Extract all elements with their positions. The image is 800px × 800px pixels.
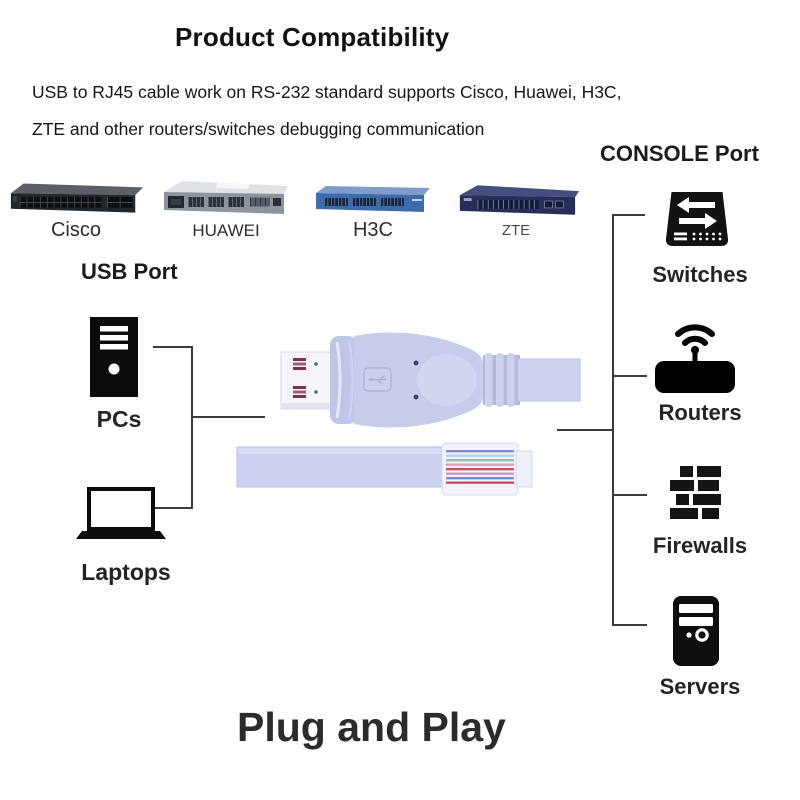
servers-label: Servers [659,674,741,699]
plug-and-play-title: Plug and Play [237,704,506,750]
wireless-router-icon [655,324,735,393]
connector-line-pc [153,346,193,348]
connector-line-to-cable-left [193,416,265,418]
server-tower-icon [673,596,719,666]
firewall-icon [670,466,721,519]
laptops-label: Laptops [81,559,171,585]
network-switch-icon [665,192,729,246]
zte-switch-image [459,185,580,215]
switches-label: Switches [652,262,748,287]
connector-line-laptop [155,507,193,509]
brand-label-zte: ZTE [501,222,531,239]
connector-line-switches [614,214,645,216]
connector-line-routers [614,375,647,377]
description-line-2: ZTE and other routers/switches debugging… [32,119,485,139]
firewalls-label: Firewalls [652,533,748,558]
connector-line-servers [614,624,647,626]
connector-line-left-vertical [191,346,193,509]
connector-line-to-cable-right [557,429,612,431]
console-port-heading: CONSOLE Port [600,141,759,166]
huawei-switch-image [164,181,288,214]
connector-line-right-vertical [612,214,614,626]
brand-label-huawei: HUAWEI [192,221,260,240]
pcs-label: PCs [96,406,142,432]
page-title: Product Compatibility [175,22,450,52]
cisco-switch-image [10,183,144,213]
brand-label-h3c: H3C [352,219,393,241]
description-line-1: USB to RJ45 cable work on RS-232 standar… [32,82,622,102]
desktop-pc-icon [90,317,138,397]
usb-port-heading: USB Port [81,259,178,284]
routers-label: Routers [658,400,742,425]
laptop-icon [76,487,166,539]
brand-label-cisco: Cisco [50,219,101,241]
h3c-switch-image [316,186,430,212]
connector-line-firewalls [614,494,647,496]
usb-rj45-cable-image [236,332,581,496]
